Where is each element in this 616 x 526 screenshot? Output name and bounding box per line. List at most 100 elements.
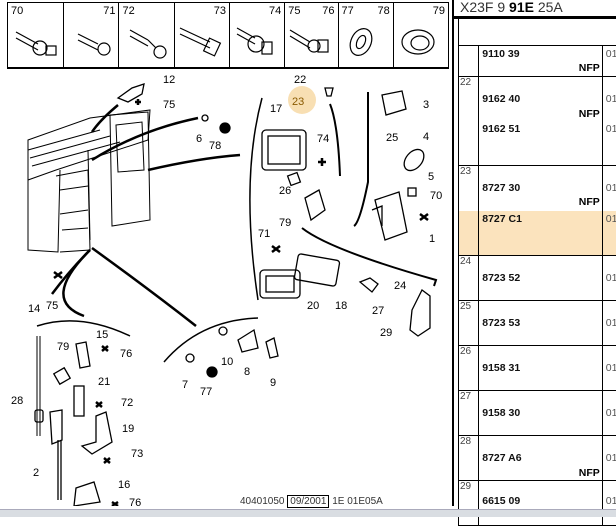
callout-71[interactable]: 71	[258, 229, 270, 240]
qty: 01	[606, 182, 616, 194]
part-number[interactable]: 9162 40	[482, 93, 520, 105]
callout-27[interactable]: 27	[372, 306, 384, 317]
callout-26[interactable]: 26	[279, 186, 291, 197]
qty: 01	[606, 48, 616, 60]
callout-22[interactable]: 22	[294, 75, 306, 86]
part-number[interactable]: 8727 C1	[482, 213, 522, 225]
part-number[interactable]: 9158 30	[482, 407, 520, 419]
part-number[interactable]: 8727 A6	[482, 452, 521, 464]
callout-6[interactable]: 6	[196, 134, 202, 145]
footer-code: 40401050	[240, 496, 285, 507]
part-number[interactable]: 8723 53	[482, 317, 520, 329]
qty: 01	[606, 93, 616, 105]
callout-29[interactable]: 29	[380, 328, 392, 339]
part-number[interactable]: 6615 09	[482, 495, 520, 507]
ref-cell: 26	[459, 346, 479, 391]
table-row-selected[interactable]: 8727 C1 01	[459, 211, 616, 256]
callout-18[interactable]: 18	[335, 301, 347, 312]
callout-76[interactable]: 76	[120, 349, 132, 360]
ref-cell: 22	[459, 77, 479, 166]
callout-4[interactable]: 4	[423, 132, 429, 143]
nfp-flag: NFP	[579, 467, 600, 479]
part-number[interactable]: 8723 52	[482, 272, 520, 284]
callout-8[interactable]: 8	[244, 367, 250, 378]
qty-cell: 01	[602, 46, 616, 77]
qty-cell: 01	[602, 166, 616, 211]
qty: 01	[606, 495, 616, 507]
qty-cell: 01	[602, 481, 616, 526]
qty: 01	[606, 452, 616, 464]
screw-cross-markers	[54, 99, 428, 506]
callout-10[interactable]: 10	[221, 357, 233, 368]
table-row[interactable]: 23 8727 30 NFP 01	[459, 166, 616, 211]
callout-5[interactable]: 5	[428, 172, 434, 183]
part-cell[interactable]: 8723 53	[479, 301, 603, 346]
callout-24[interactable]: 24	[394, 281, 406, 292]
footer-ref: 1E 01E05A	[332, 496, 383, 507]
part-cell[interactable]: 8723 52	[479, 256, 603, 301]
callout-75[interactable]: 75	[163, 100, 175, 111]
callout-17[interactable]: 17	[270, 104, 282, 115]
callout-1[interactable]: 1	[429, 234, 435, 245]
part-cell[interactable]: 8727 30 NFP	[479, 166, 603, 211]
footer-date: 09/2001	[287, 495, 329, 508]
nfp-flag: NFP	[579, 196, 600, 208]
callout-19[interactable]: 19	[122, 424, 134, 435]
part-number[interactable]: 8727 30	[482, 182, 520, 194]
part-cell[interactable]: 8727 A6 NFP	[479, 436, 603, 481]
qty: 01	[606, 407, 616, 419]
part-number[interactable]: 9158 31	[482, 362, 520, 374]
callout-70[interactable]: 70	[430, 191, 442, 202]
callout-72[interactable]: 72	[121, 398, 133, 409]
part-cell[interactable]: 6615 09	[479, 481, 603, 526]
part-number[interactable]: 9162 51	[482, 123, 520, 135]
callout-79[interactable]: 79	[57, 342, 69, 353]
part-number[interactable]: 9110 39	[482, 48, 519, 60]
parts-list-header	[458, 19, 616, 45]
callout-25[interactable]: 25	[386, 133, 398, 144]
callout-12[interactable]: 12	[163, 75, 175, 86]
callout-28[interactable]: 28	[11, 396, 23, 407]
callout-74[interactable]: 74	[317, 134, 329, 145]
callout-7[interactable]: 7	[182, 380, 188, 391]
ref-cell: 23	[459, 166, 479, 211]
part-cell[interactable]: 9158 30	[479, 391, 603, 436]
ref-cell	[459, 46, 479, 77]
callout-21[interactable]: 21	[98, 377, 110, 388]
part-cell[interactable]: 9158 31	[479, 346, 603, 391]
van-rear-outline	[28, 110, 150, 252]
callout-9[interactable]: 9	[270, 378, 276, 389]
callout-15[interactable]: 15	[96, 330, 108, 341]
qty: 01	[606, 123, 616, 135]
callout-3[interactable]: 3	[423, 100, 429, 111]
qty-cell: 01	[602, 436, 616, 481]
callout-78[interactable]: 78	[209, 141, 221, 152]
part-shapes	[35, 84, 436, 506]
callout-16[interactable]: 16	[118, 480, 130, 491]
callout-77[interactable]: 77	[200, 387, 212, 398]
diagram-footer: 40401050 09/2001 1E 01E05A	[240, 496, 383, 507]
callout-73[interactable]: 73	[131, 449, 143, 460]
callout-76[interactable]: 76	[129, 498, 141, 509]
callout-23[interactable]: 23	[292, 97, 304, 108]
callout-79[interactable]: 79	[279, 218, 291, 229]
callout-75[interactable]: 75	[46, 301, 58, 312]
callout-20[interactable]: 20	[307, 301, 319, 312]
ref-cell: 25	[459, 301, 479, 346]
part-cell[interactable]: 8727 C1	[479, 211, 603, 256]
callout-2[interactable]: 2	[33, 468, 39, 479]
callout-14[interactable]: 14	[28, 304, 40, 315]
title-prefix: X23F 9	[460, 0, 509, 15]
